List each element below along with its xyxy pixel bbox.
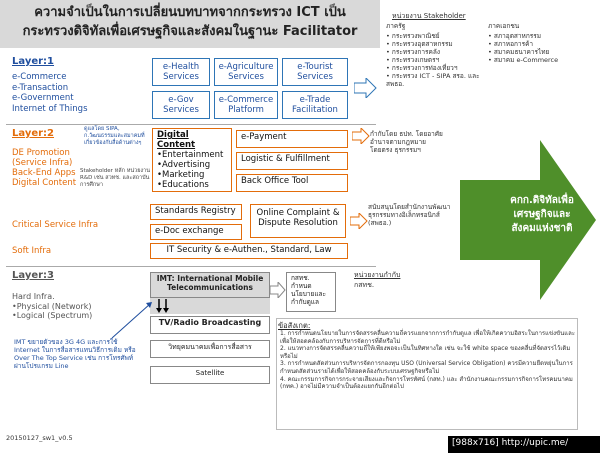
- standards-box: Standards Registry: [150, 204, 242, 220]
- private-item: • สมาคม e-Commerce: [488, 56, 559, 64]
- gov-item: • กระทรวงการท่องเที่ยวฯ: [386, 64, 458, 72]
- digital-content-item: •Educations: [157, 180, 209, 190]
- gov-item: • กระทรวงการคลัง: [386, 48, 441, 56]
- etourist-box: e-Tourist Services: [282, 58, 348, 86]
- private-list: • สภาอุตสาหกรรม • สภาหอการค้า • สมาคมธนา…: [488, 32, 594, 64]
- imt-note: IMT ขยายตัวของ 3G 4G และการใช้ Internet …: [14, 338, 136, 370]
- ecommerce-platform-box: e-Commerce Platform: [214, 91, 278, 119]
- hard-infra-label: Hard Infra.: [12, 292, 55, 301]
- layer2-item: Digital Content: [12, 178, 77, 188]
- gov-item: • กระทรวงพาณิชย์: [386, 32, 440, 40]
- complaint-box: Online Complaint & Dispute Resolution: [250, 204, 346, 238]
- backoffice-box: Back Office Tool: [236, 174, 348, 192]
- tv-radio-box: TV/Radio Broadcasting: [150, 316, 270, 334]
- title-line-2: กระทรวงดิจิทัลเพื่อเศรษฐกิจและสังคมในฐาน…: [22, 24, 358, 39]
- divider: [6, 266, 376, 267]
- observation-item: 1. การกำหนดนโยบายในการจัดสรรคลื่นความถี่…: [280, 330, 576, 345]
- gov-list: • กระทรวงพาณิชย์ • กระทรวงอุตสาหกรรม • ก…: [386, 32, 486, 88]
- page-title: ความจำเป็นในการเปลี่ยนบทบาทจากกระทรวง IC…: [4, 3, 376, 41]
- gov-label: ภาครัฐ: [386, 22, 406, 30]
- eagriculture-box: e-Agriculture Services: [214, 58, 278, 86]
- rd-stakeholder-note: Stakeholder หลัก หน่วยงาน R&D เช่น สวทช.…: [80, 168, 150, 188]
- layer1-item: e-Transaction: [12, 82, 69, 93]
- private-item: • สมาคมธนาคารไทย: [488, 48, 550, 56]
- layer1-item: Internet of Things: [12, 103, 88, 114]
- watermark: [988x716] http://upic.me/: [452, 438, 569, 448]
- layer1-heading: Layer:1: [12, 56, 55, 67]
- layer2-heading: Layer:2: [12, 128, 55, 139]
- epayment-box: e-Payment: [236, 130, 348, 148]
- big-green-arrow-icon: [460, 140, 596, 300]
- private-item: • สภาอุตสาหกรรม: [488, 32, 542, 40]
- arrow-right-icon: [350, 213, 368, 229]
- regulator-name: กสทช.: [354, 281, 375, 289]
- goal-text: คกก.ดิจิทัลเพื่อเศรษฐกิจและสังคมแห่งชาติ: [510, 195, 574, 234]
- layer3-item: •Physical (Network): [12, 301, 92, 311]
- title-banner: [0, 0, 380, 48]
- gov-item: • กระทรวงอุตสาหกรรม: [386, 40, 453, 48]
- nbtc-note: กสทช. กำหนดนโยบายและกำกับดูแล: [286, 272, 336, 312]
- satellite-box: Satellite: [150, 366, 270, 384]
- stakeholder-heading: หน่วยงาน Stakeholder: [392, 12, 466, 20]
- private-label: ภาคเอกชน: [488, 22, 520, 30]
- observation-item: 3. การกำหนดสัดส่วนการบริหารจัดการกองทุน …: [280, 360, 573, 375]
- ehealth-box: e-Health Services: [152, 58, 210, 86]
- layer2-item: Back-End Apps: [12, 168, 76, 178]
- observations-heading: ข้อสังเกต:: [278, 321, 311, 330]
- edoc-box: e-Doc exchange: [150, 224, 242, 240]
- radio-comm-box: วิทยุคมนาคมเพื่อการสื่อสาร: [150, 340, 270, 358]
- layer2-item: DE Promotion (Service Infra): [12, 148, 73, 168]
- epayment-note: กำกับโดย ธปท. โดยอาศัยอำนาจตามกฎหมายโดยต…: [370, 130, 443, 154]
- imt-band: [150, 298, 270, 314]
- layer1-item: e-Government: [12, 93, 74, 103]
- soft-infra-label: Soft Infra: [12, 246, 52, 256]
- layer2-list: DE Promotion (Service Infra) Back-End Ap…: [12, 148, 82, 188]
- digital-content-title: Digital Content: [157, 130, 196, 150]
- arrow-right-icon: [352, 128, 370, 144]
- arrow-right-icon: [354, 78, 377, 98]
- private-item: • สภาหอการค้า: [488, 40, 534, 48]
- digital-content-box: Digital Content •Entertainment •Advertis…: [152, 128, 232, 192]
- arrow-right-icon: [270, 282, 286, 298]
- logistic-box: Logistic & Fulfillment: [236, 152, 348, 170]
- imt-box: IMT: International Mobile Telecommunicat…: [150, 272, 270, 298]
- sipa-note: ดูแลโดย SIPA, ก.วัฒนธรรมและสมาคมที่เกี่ย…: [84, 126, 145, 146]
- arrow-down-icon: [156, 299, 169, 313]
- observations-box: [276, 318, 578, 430]
- observation-item: 2. แนวทางการจัดสรรคลื่นความถี่ให้เพียงพอ…: [280, 345, 571, 360]
- layer1-item: e-Commerce: [12, 72, 67, 82]
- soft-infra-box: IT Security & e-Authen., Standard, Law: [150, 243, 348, 259]
- layer1-list: e-Commerce e-Transaction e-Government In…: [12, 72, 88, 114]
- gov-item: • กระทรวง ICT - SIPA สรอ. และสพธอ.: [386, 72, 480, 88]
- watermark-bar: [448, 436, 600, 453]
- digital-content-item: •Entertainment: [157, 150, 224, 160]
- layer3-heading: Layer:3: [12, 270, 55, 281]
- critical-label: Critical Service Infra: [12, 220, 99, 230]
- version-label: 20150127_sw1_v0.5: [6, 434, 73, 442]
- regulator-heading: หน่วยงานกำกับ: [354, 271, 401, 279]
- layer3-item: •Logical (Spectrum): [12, 311, 93, 320]
- layer3-list: Hard Infra. •Physical (Network) •Logical…: [12, 292, 92, 321]
- divider: [6, 124, 376, 125]
- title-line-1: ความจำเป็นในการเปลี่ยนบทบาทจากกระทรวง IC…: [34, 5, 346, 20]
- etrade-box: e-Trade Facilitation: [282, 91, 348, 119]
- digital-content-item: •Advertising: [157, 160, 211, 170]
- gov-item: • กระทรวงเกษตรฯ: [386, 56, 440, 64]
- observation-item: 4. คณะกรรมการกิจการกระจายเสียงและกิจการโ…: [280, 375, 573, 391]
- observations-list: 1. การกำหนดนโยบายในการจัดสรรคลื่นความถี่…: [280, 330, 576, 391]
- egov-box: e-Gov Services: [152, 91, 210, 119]
- critical-note: สนับสนุนโดยสำนักงานพัฒนาธุรกรรมทางอิเล็ก…: [368, 203, 451, 227]
- digital-content-item: •Marketing: [157, 170, 205, 180]
- pointer-arrow-icon: [111, 302, 152, 339]
